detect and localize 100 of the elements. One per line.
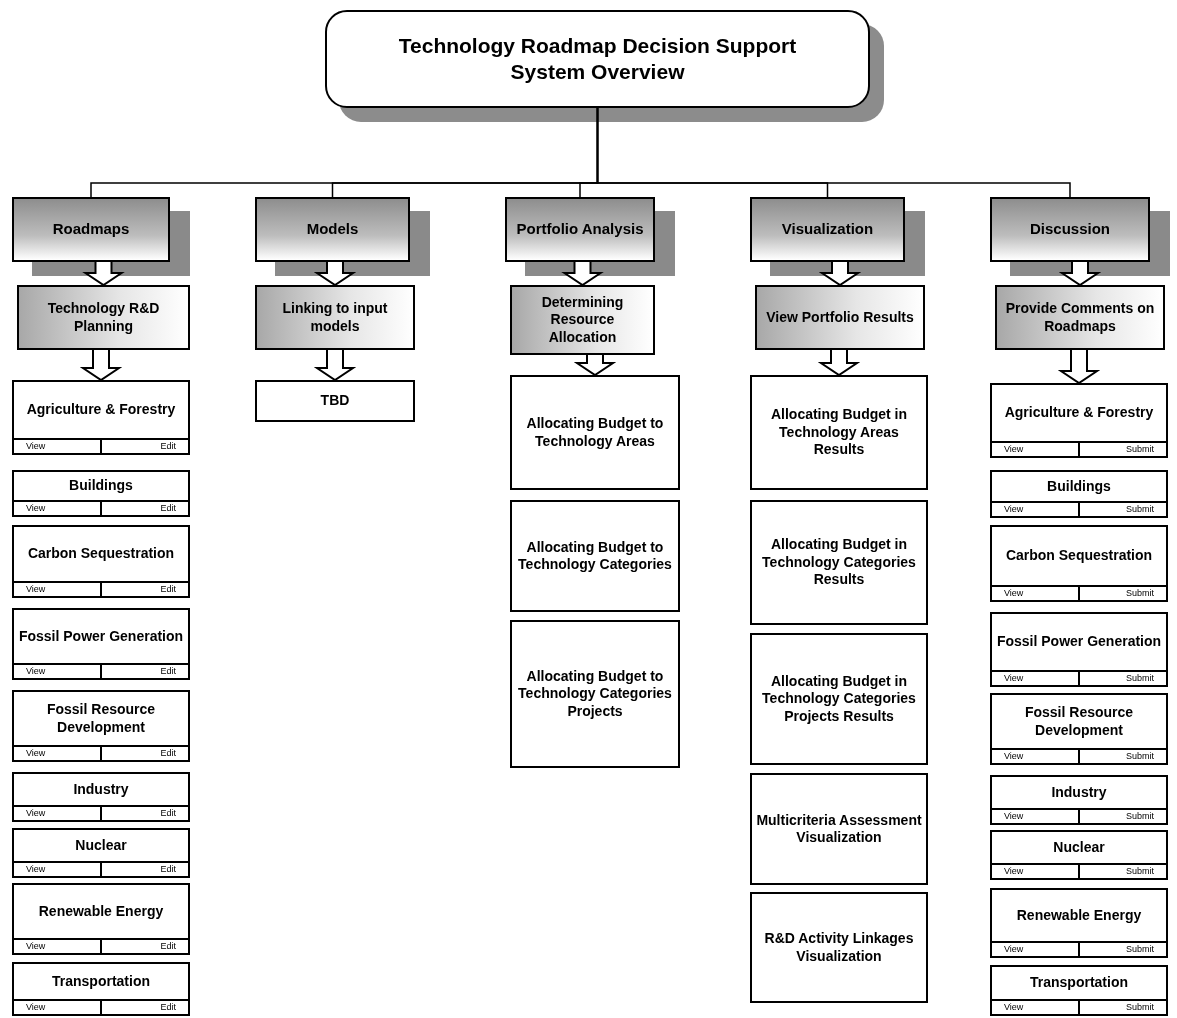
box-label: Multicriteria Assessment Visualization <box>756 811 922 847</box>
block-arrow <box>1057 349 1101 385</box>
box-label: Determining Resource Allocation <box>540 293 625 347</box>
action-label: Submit <box>1125 503 1155 516</box>
action-label: View <box>14 863 102 876</box>
box-label: Transportation <box>1030 974 1128 992</box>
box-label: Fossil Power Generation <box>996 633 1162 651</box>
item-box <box>750 500 928 625</box>
box-label: Fossil Resource Development <box>45 701 157 736</box>
action-label: View <box>14 502 102 515</box>
item-box <box>12 828 190 878</box>
item-box <box>990 830 1168 880</box>
action-label: View <box>14 665 102 678</box>
block-arrow <box>79 349 123 382</box>
box-label: Renewable Energy <box>1016 906 1142 925</box>
box-label: Agriculture & Forestry <box>1004 404 1154 422</box>
item-box <box>990 693 1168 765</box>
action-label: Edit <box>159 665 177 678</box>
item-box <box>750 773 928 885</box>
item-box <box>990 612 1168 687</box>
item-box <box>990 775 1168 825</box>
box-label: TBD <box>320 392 350 410</box>
box-label: Nuclear <box>1053 838 1105 857</box>
box-label: Technology R&D Planning <box>46 300 161 335</box>
process-box <box>255 285 415 350</box>
action-label: Edit <box>159 1001 177 1014</box>
item-box <box>990 383 1168 458</box>
block-arrow <box>561 261 604 287</box>
item-box <box>255 380 415 422</box>
item-box <box>510 375 680 490</box>
block-arrow <box>82 261 125 287</box>
action-label: View <box>14 1001 102 1014</box>
action-label: View <box>992 443 1080 456</box>
item-box <box>12 883 190 955</box>
item-box <box>12 380 190 455</box>
block-arrow <box>818 261 862 287</box>
box-label: Agriculture & Forestry <box>26 401 176 419</box>
action-label: View <box>14 440 102 453</box>
action-label: Submit <box>1125 750 1155 763</box>
box-label: View Portfolio Results <box>766 308 914 327</box>
item-box <box>990 965 1168 1016</box>
item-box <box>12 690 190 762</box>
block-arrow <box>313 349 357 382</box>
action-label: Submit <box>1125 943 1155 956</box>
action-label: Submit <box>1125 443 1155 456</box>
box-label: Buildings <box>1047 477 1111 496</box>
box-label: Allocating Budget in Technology Categories Results <box>761 536 917 589</box>
block-arrow <box>313 261 357 287</box>
action-label: View <box>992 943 1080 956</box>
item-box <box>510 620 680 768</box>
box-label: Linking to input models <box>281 300 389 335</box>
process-box <box>510 285 655 355</box>
item-box <box>990 888 1168 958</box>
item-box <box>12 608 190 680</box>
process-box <box>995 285 1165 350</box>
action-label: View <box>992 865 1080 878</box>
action-label: View <box>14 940 102 953</box>
box-label: Allocating Budget in Technology Categories Projects Results <box>761 672 917 726</box>
action-label: Edit <box>159 863 177 876</box>
item-box <box>990 525 1168 602</box>
box-label: Buildings <box>69 477 133 495</box>
block-arrow <box>573 354 617 377</box>
box-label: Visualization <box>781 220 874 239</box>
box-label: Discussion <box>1030 220 1110 239</box>
box-label: Allocating Budget in Technology Areas Results <box>769 406 909 459</box>
box-label: Transportation <box>52 972 150 991</box>
process-box <box>755 285 925 350</box>
action-label: Edit <box>159 583 177 596</box>
block-arrow <box>1058 261 1102 287</box>
item-box <box>12 525 190 598</box>
box-label: Fossil Resource Development <box>1023 704 1135 739</box>
item-box <box>750 633 928 765</box>
title: Technology Roadmap Decision Support System Overview <box>397 32 798 85</box>
box-label: Allocating Budget to Technology Areas <box>525 415 665 450</box>
item-box <box>750 892 928 1003</box>
box-label: Renewable Energy <box>38 902 164 921</box>
action-label: View <box>992 587 1080 600</box>
item-box <box>12 962 190 1016</box>
action-label: Submit <box>1125 672 1155 685</box>
action-label: View <box>14 807 102 820</box>
item-box <box>990 470 1168 518</box>
box-label: Carbon Sequestration <box>1005 547 1153 565</box>
action-label: Submit <box>1125 587 1155 600</box>
action-label: View <box>992 503 1080 516</box>
action-label: Submit <box>1125 1001 1155 1014</box>
action-label: Edit <box>159 502 177 515</box>
action-label: View <box>992 672 1080 685</box>
box-label: Roadmaps <box>52 220 130 239</box>
box-label: Models <box>306 220 359 239</box>
connector-line <box>596 107 1071 198</box>
box-label: Allocating Budget to Technology Categories Projects <box>517 667 673 721</box>
box-label: Provide Comments on Roadmaps <box>1004 300 1156 335</box>
box-label: Industry <box>73 780 129 799</box>
action-label: Submit <box>1125 865 1155 878</box>
action-label: Edit <box>159 440 177 453</box>
box-label: R&D Activity Linkages Visualization <box>763 930 915 965</box>
action-label: Submit <box>1125 810 1155 823</box>
block-arrow <box>817 349 861 377</box>
box-label: Industry <box>1051 783 1107 802</box>
box-label: Allocating Budget to Technology Categories <box>517 538 673 574</box>
